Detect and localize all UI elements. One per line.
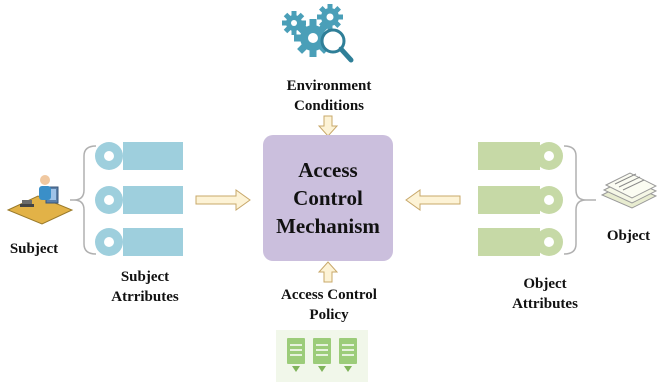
object-attribute-tag — [478, 228, 563, 256]
subject-attributes-line2: Atrributes — [111, 289, 179, 305]
object-attribute-tag — [478, 186, 563, 214]
subject-label: Subject — [9, 241, 59, 257]
environment-label-line2: Conditions — [293, 98, 365, 114]
documents-icon — [276, 330, 368, 382]
policy-label-line1: Access Control — [281, 287, 377, 303]
object-attribute-tag — [478, 142, 563, 170]
arrow-policy-to-mechanism — [317, 261, 339, 283]
paper-stack-icon — [600, 172, 657, 209]
object-label: Object — [606, 228, 651, 244]
subject-attributes-brace — [73, 145, 97, 255]
subject-attributes-label: Subject Atrributes — [100, 267, 190, 307]
object-attributes-brace — [563, 145, 587, 255]
environment-label-line1: Environment — [286, 78, 372, 94]
subject-attribute-tag — [95, 186, 183, 214]
object-attributes-line2: Attributes — [512, 296, 578, 312]
arrow-object-to-mechanism — [405, 189, 461, 211]
mechanism-label-line3: Mechanism — [276, 214, 380, 238]
arrow-environment-to-mechanism — [317, 115, 339, 137]
user-at-computer-icon — [6, 175, 74, 225]
environment-conditions-label: Environment Conditions — [258, 76, 400, 116]
mechanism-label-line2: Control — [293, 186, 363, 210]
arrow-subject-to-mechanism — [195, 189, 251, 211]
gears-magnifier-icon — [282, 4, 354, 63]
access-control-policy-label: Access Control Policy — [258, 285, 400, 325]
policy-label-line2: Policy — [309, 307, 349, 323]
object-attributes-line1: Object — [523, 276, 567, 292]
subject-attributes-line1: Subject — [120, 269, 170, 285]
subject-attribute-tag — [95, 228, 183, 256]
object-attributes-label: Object Attributes — [500, 274, 590, 314]
subject-attribute-tag — [95, 142, 183, 170]
mechanism-label-line1: Access — [298, 158, 358, 182]
access-control-mechanism-box: Access Control Mechanism — [263, 135, 393, 261]
